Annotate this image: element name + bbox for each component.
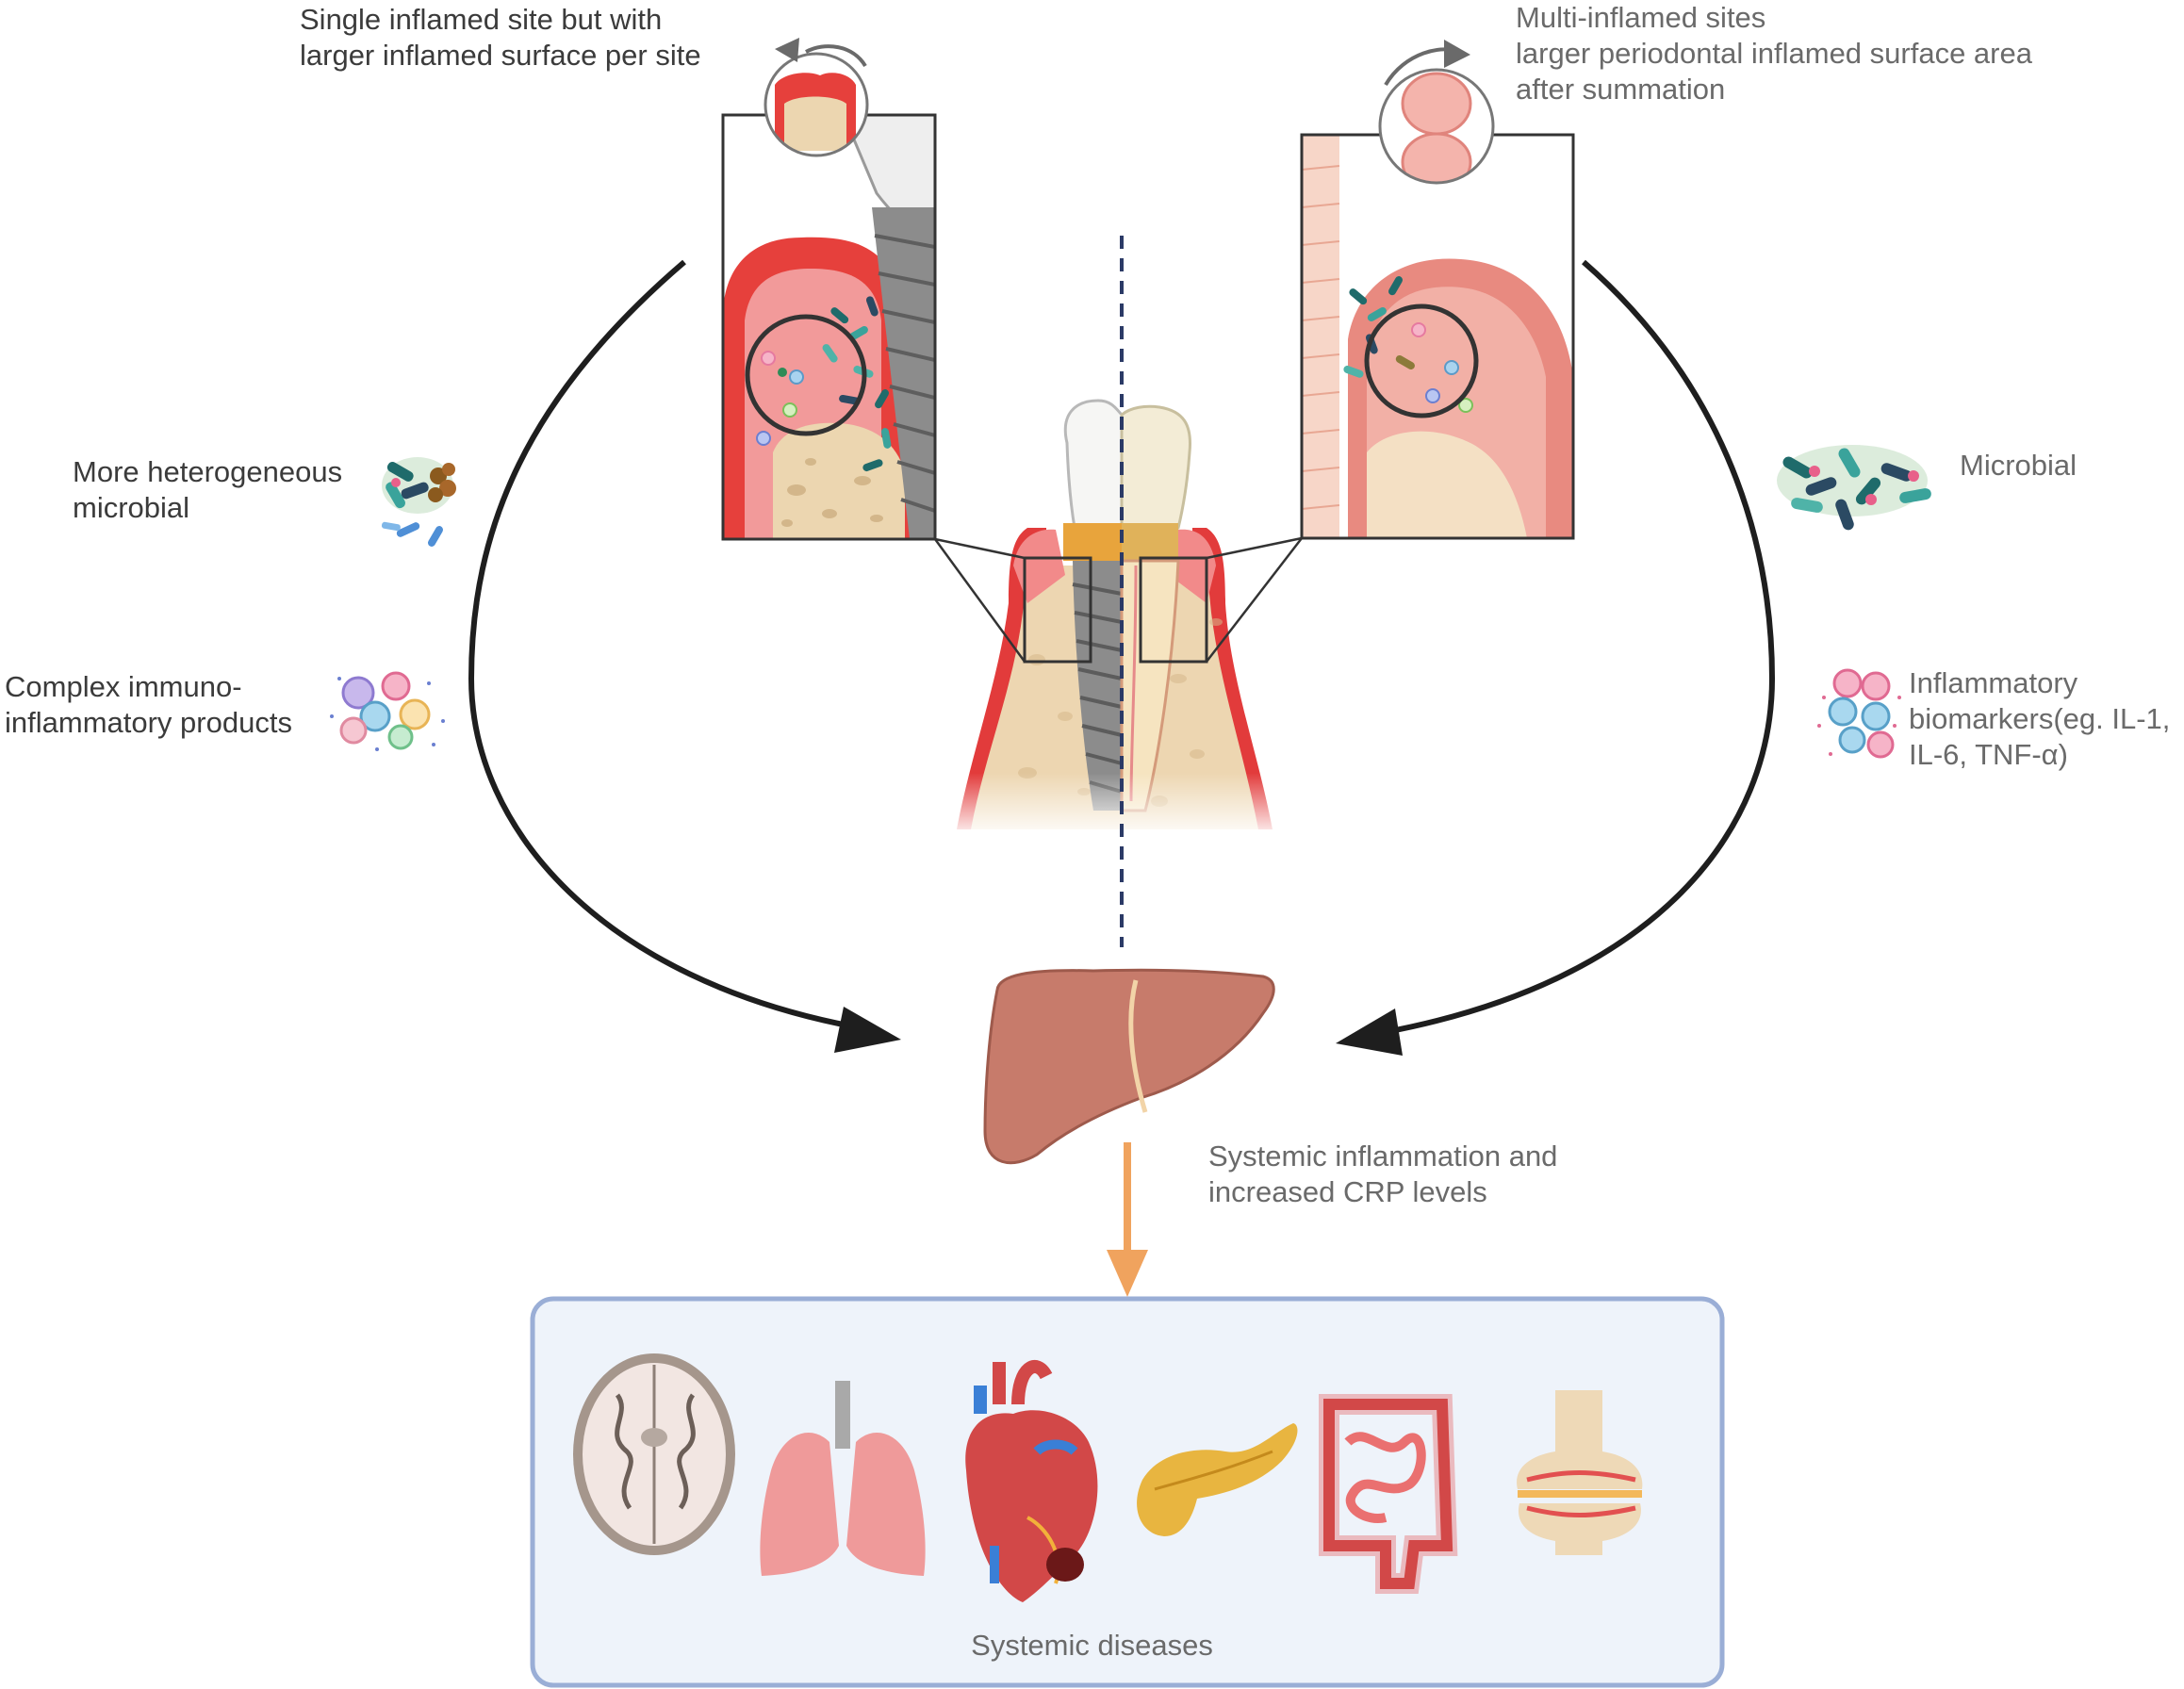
liver-icon bbox=[983, 968, 1275, 1165]
inflammatory-biomarkers-label: Inflammatory biomarkers(eg. IL-1, IL-6, … bbox=[1909, 666, 2171, 771]
single-inflamed-site-label: Single inflamed site but with larger inf… bbox=[300, 3, 701, 72]
heart-icon bbox=[965, 1360, 1098, 1602]
multi-inflamed-sites-label: Multi-inflamed sites larger periodontal … bbox=[1516, 1, 2032, 106]
brain-icon bbox=[573, 1353, 735, 1555]
knee-joint-icon bbox=[1517, 1390, 1643, 1555]
orange-arrowhead bbox=[1107, 1250, 1148, 1297]
microbial-label: Microbial bbox=[1960, 449, 2077, 482]
right-curved-arrow bbox=[1385, 259, 1776, 1035]
right-connector-line-top bbox=[1206, 536, 1303, 560]
microbial-icon bbox=[1777, 445, 1931, 531]
lungs-icon bbox=[760, 1381, 926, 1576]
left-connector-line-top bbox=[934, 537, 1026, 560]
systemic-inflammation-label: Systemic inflammation and increased CRP … bbox=[1208, 1140, 1558, 1208]
intestine-icon bbox=[1319, 1394, 1458, 1594]
systemic-diseases-panel bbox=[530, 1296, 1725, 1688]
heterogeneous-microbial-icon bbox=[381, 457, 456, 547]
pancreas-icon bbox=[1137, 1423, 1298, 1536]
right-arrowhead bbox=[1336, 1008, 1403, 1056]
periodontitis-zoom-icon bbox=[1300, 40, 1575, 540]
complex-products-label: Complex immuno- inflammatory products bbox=[5, 670, 292, 739]
left-curved-arrow bbox=[468, 259, 859, 1030]
left-connector-line bbox=[933, 538, 1026, 663]
left-arrowhead bbox=[834, 1007, 901, 1053]
immuno-inflammatory-products-icon bbox=[330, 671, 445, 751]
right-connector-line bbox=[1206, 537, 1303, 663]
implant-and-tooth-icon bbox=[943, 399, 1291, 839]
heterogeneous-microbial-label: More heterogeneous microbial bbox=[73, 455, 343, 524]
inflammatory-biomarkers-icon bbox=[1817, 668, 1901, 759]
systemic-diseases-label: Systemic diseases bbox=[971, 1629, 1213, 1662]
peri-implantitis-zoom-icon bbox=[721, 38, 937, 541]
